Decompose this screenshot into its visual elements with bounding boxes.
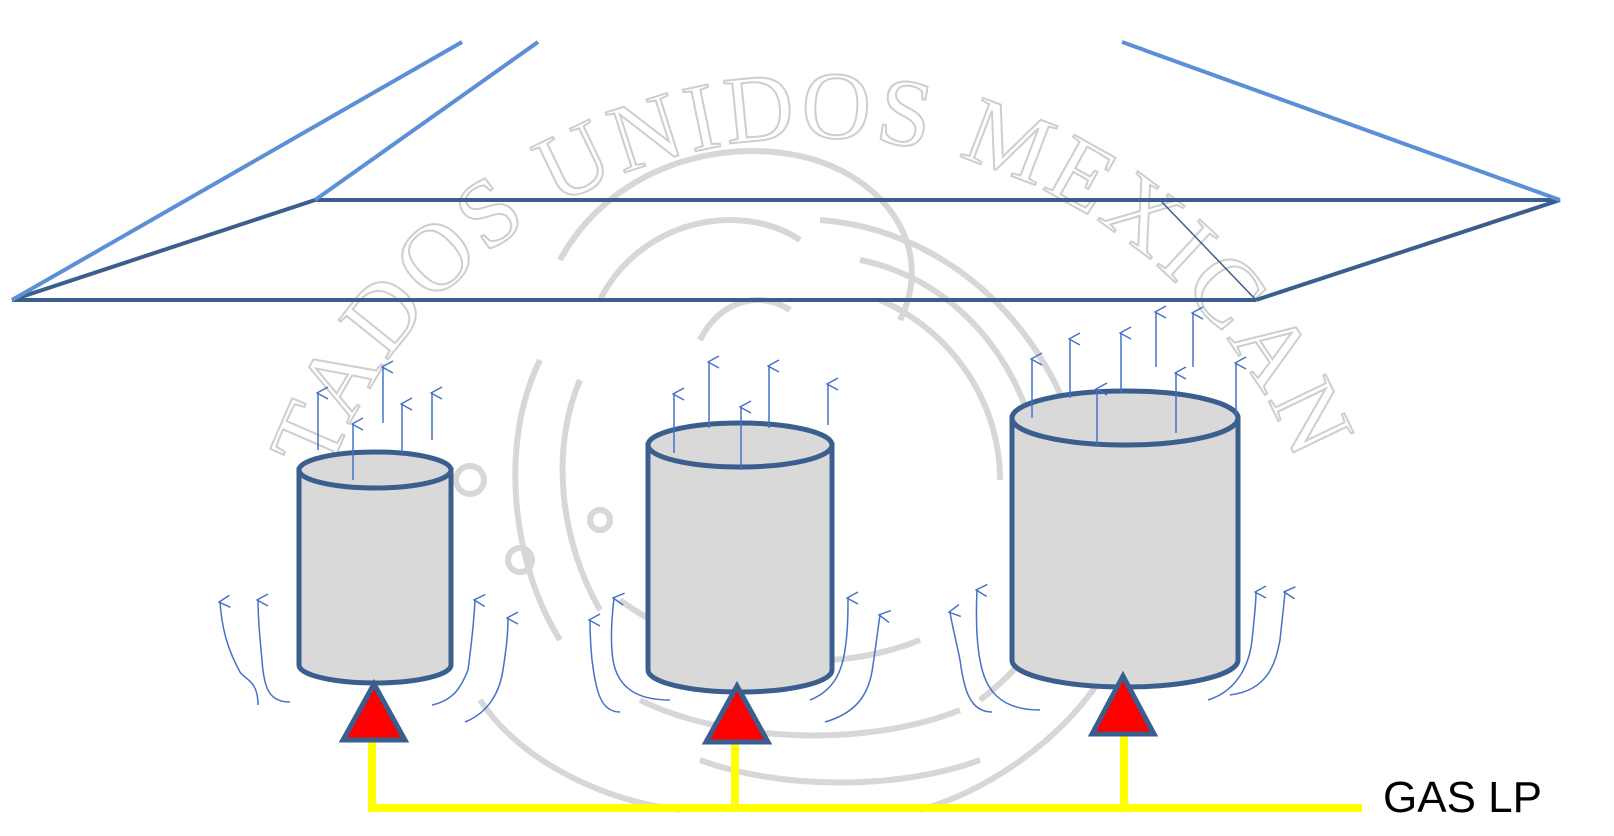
burner-medium-icon bbox=[701, 680, 773, 745]
gas-pipeline bbox=[368, 730, 1362, 812]
hood-left-duct-line bbox=[11, 40, 463, 302]
curved-flow-arrow-icon bbox=[950, 612, 993, 713]
curved-flow-arrow-icon bbox=[1207, 592, 1256, 701]
hood-inner-edge bbox=[1159, 199, 1257, 301]
curved-flow-arrow-icon bbox=[464, 618, 508, 723]
pot-rim bbox=[645, 420, 835, 470]
curved-flow-arrow-icon bbox=[431, 600, 475, 706]
pots-group bbox=[296, 388, 1241, 695]
curved-flow-arrow-icon bbox=[258, 600, 291, 703]
pot-large bbox=[1009, 388, 1241, 690]
curved-flow-arrow-icon bbox=[976, 590, 1041, 711]
gas-main-pipe bbox=[368, 740, 1362, 812]
burner-small-icon bbox=[338, 678, 410, 743]
pot-small bbox=[296, 449, 454, 686]
gas-lp-label: GAS LP bbox=[1383, 773, 1542, 822]
hood-right-edge bbox=[1255, 198, 1561, 302]
hood-left-edge bbox=[11, 198, 316, 302]
hood-center-duct-line bbox=[313, 40, 540, 202]
extraction-hood bbox=[11, 40, 1561, 302]
pot-body bbox=[296, 467, 454, 686]
pot-body bbox=[645, 442, 835, 695]
curved-flow-arrow-icon bbox=[809, 598, 848, 701]
hood-right-duct-line bbox=[1121, 40, 1561, 202]
curved-flow-arrow-icon bbox=[824, 615, 880, 723]
curved-flow-arrow-icon bbox=[610, 598, 671, 701]
curved-flow-arrow-icon bbox=[220, 602, 259, 706]
pot-rim bbox=[1009, 388, 1241, 448]
burner-large-icon bbox=[1087, 670, 1159, 737]
burners-group bbox=[338, 670, 1159, 745]
curved-flow-arrow-icon bbox=[1229, 592, 1285, 696]
pot-medium bbox=[645, 420, 835, 695]
pot-rim bbox=[296, 449, 454, 491]
pot-body bbox=[1009, 415, 1241, 690]
heat-flow-arrows bbox=[220, 312, 1285, 723]
curved-flow-arrow-icon bbox=[590, 620, 621, 713]
